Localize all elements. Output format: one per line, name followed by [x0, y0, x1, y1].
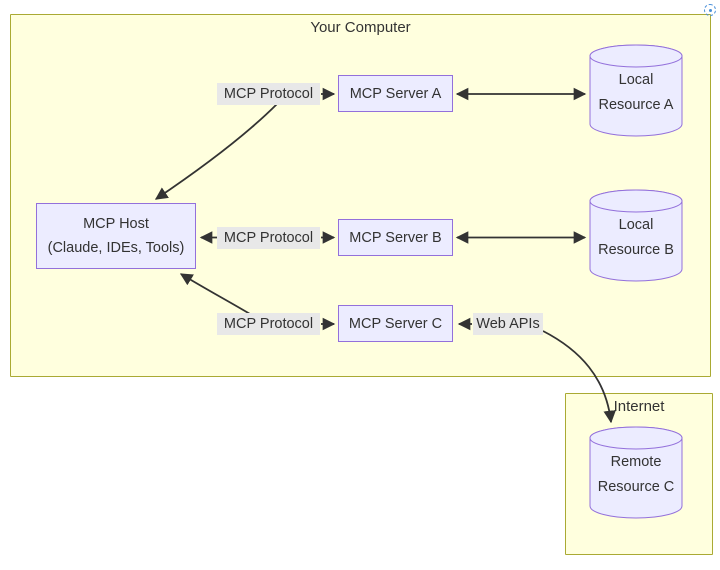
- node-mcp-server-b: MCP Server B: [338, 219, 453, 256]
- cylinder-shape: [589, 189, 683, 282]
- edge-label-web-apis: Web APIs: [473, 313, 543, 335]
- node-mcp-server-a-label: MCP Server A: [349, 85, 442, 102]
- node-local-resource-b-line2: Resource B: [598, 242, 674, 258]
- edge-label-mcp-protocol-b: MCP Protocol: [217, 227, 320, 249]
- node-mcp-host-line2: (Claude, IDEs, Tools): [47, 240, 185, 256]
- edge-label-mcp-protocol-c: MCP Protocol: [217, 313, 320, 335]
- node-remote-resource-c-line1: Remote: [610, 454, 662, 470]
- edge-label-mcp-protocol-a: MCP Protocol: [217, 83, 320, 105]
- cluster-internet-label: Internet: [613, 398, 665, 415]
- node-mcp-server-b-label: MCP Server B: [349, 229, 442, 246]
- node-mcp-host: MCP Host (Claude, IDEs, Tools): [36, 203, 196, 269]
- node-mcp-server-c-label: MCP Server C: [348, 315, 443, 332]
- node-local-resource-a: Local Resource A: [589, 44, 683, 138]
- node-local-resource-b: Local Resource B: [589, 189, 683, 283]
- node-local-resource-a-line2: Resource A: [598, 97, 674, 113]
- node-remote-resource-c: Remote Resource C: [589, 426, 683, 520]
- cylinder-shape: [589, 426, 683, 519]
- node-mcp-server-c: MCP Server C: [338, 305, 453, 342]
- node-local-resource-b-line1: Local: [618, 217, 654, 233]
- node-mcp-host-line1: MCP Host: [83, 216, 149, 232]
- expand-icon[interactable]: [704, 4, 716, 16]
- node-mcp-server-a: MCP Server A: [338, 75, 453, 112]
- cylinder-shape: [589, 44, 683, 137]
- node-local-resource-a-line1: Local: [618, 72, 654, 88]
- cluster-your-computer-label: Your Computer: [310, 19, 411, 36]
- node-remote-resource-c-line2: Resource C: [597, 479, 675, 495]
